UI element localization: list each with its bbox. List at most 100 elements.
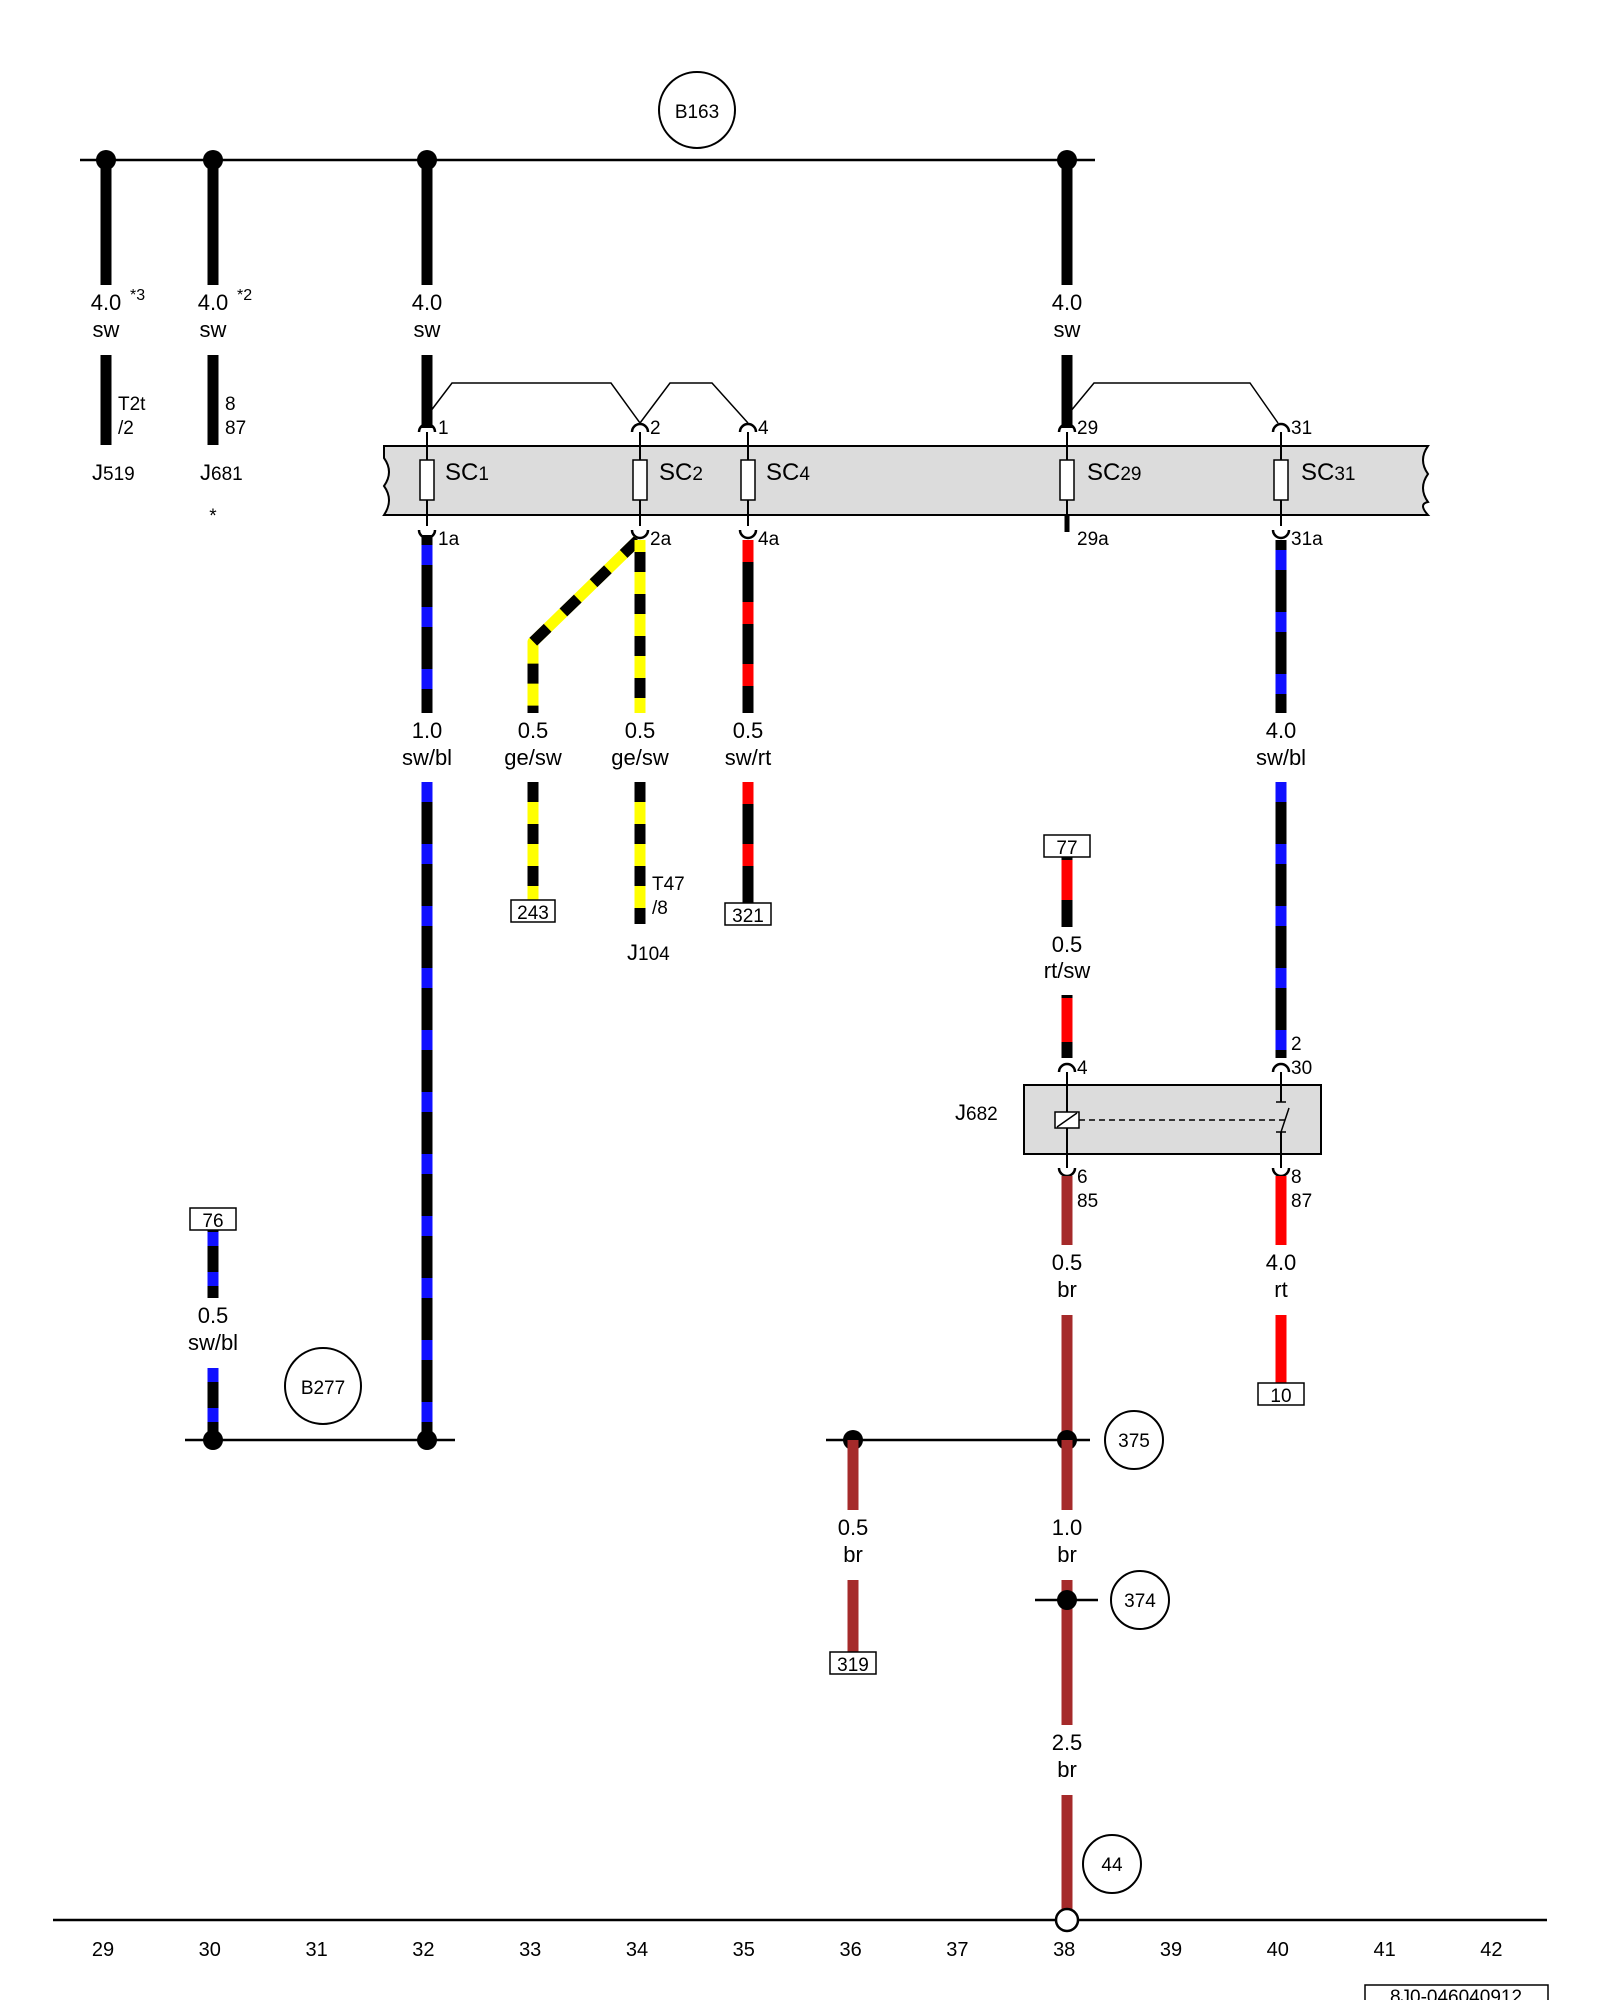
wire-label-color: br (843, 1542, 863, 1567)
column-number: 29 (92, 1939, 114, 1961)
column-number: 38 (1053, 1939, 1075, 1961)
column-number: 30 (199, 1939, 221, 1961)
connector-hook (1271, 422, 1291, 433)
relay-pin-label: 87 (1291, 1191, 1312, 1212)
fuse-sc2-symbol (632, 459, 648, 501)
ref-box-10-frame (1257, 1382, 1305, 1406)
junction-dot (1057, 1590, 1077, 1610)
wire-label-size: 1.0 (412, 718, 443, 743)
column-number: 36 (839, 1939, 861, 1961)
fuse-panel-sc (382, 445, 1431, 516)
fuse-sc1: SC1 (445, 459, 489, 486)
ref-box-319: 319 (837, 1655, 869, 1676)
fuse-pin-top: 4 (758, 418, 769, 439)
relay-switch-blade (1280, 1107, 1290, 1133)
wire-label-color: sw/bl (402, 745, 452, 770)
connector-hook (1271, 1167, 1291, 1178)
fuse-sc31: SC31 (1301, 459, 1355, 486)
wire-label-size: 0.5 (838, 1515, 869, 1540)
fuse-sc4-symbol (740, 459, 756, 501)
ground-point-44-symbol (1082, 1834, 1142, 1894)
wire-label-size: 4.0 (1052, 290, 1083, 315)
ground-point-374-symbol (1110, 1570, 1170, 1630)
ref-box-321: 321 (732, 906, 764, 927)
wire-label-size: 4.0 (198, 290, 229, 315)
relay-pin-label: 8 (1291, 1167, 1302, 1188)
component-j519: J519 (92, 460, 135, 485)
connector-pin-label: 87 (225, 418, 246, 439)
column-number: 41 (1373, 1939, 1395, 1961)
wire-label-color: sw/bl (188, 1330, 238, 1355)
wire-sc2-to-243-upper (527, 536, 642, 713)
column-number: 34 (626, 1939, 648, 1961)
connector-hook (630, 529, 650, 540)
ground-terminal (1054, 1907, 1080, 1933)
connector-hook (738, 422, 758, 433)
ref-box-321-frame (724, 902, 772, 926)
relay-pin-label: 2 (1291, 1034, 1302, 1055)
wire-label-size: 4.0 (1266, 1250, 1297, 1275)
wire-label-color: ge/sw (611, 745, 669, 770)
ground-point-b277: B277 (301, 1378, 345, 1399)
connector-hook (630, 422, 650, 433)
wire-label-size: 0.5 (1052, 1250, 1083, 1275)
component-j104: J104 (627, 940, 670, 965)
wire-label-note: *2 (237, 287, 252, 304)
ref-box-76: 76 (202, 1211, 223, 1232)
column-number: 32 (412, 1939, 434, 1961)
column-number: 40 (1267, 1939, 1289, 1961)
ref-box-243-frame (510, 899, 556, 923)
wire-label-color: ge/sw (504, 745, 562, 770)
wire-label-color: br (1057, 1277, 1077, 1302)
ref-box-243: 243 (517, 903, 549, 924)
fuse-pin-bottom: 31a (1291, 529, 1323, 550)
column-number: 37 (946, 1939, 968, 1961)
wire-sc2-to-243-upper-stripe (527, 536, 642, 713)
column-number: 42 (1480, 1939, 1502, 1961)
wire-label-color: rt/sw (1044, 958, 1091, 983)
connector-hook (417, 422, 437, 433)
connector-pin-label: T2t (118, 394, 146, 415)
wire-label-color: sw/bl (1256, 745, 1306, 770)
connector-hook (1271, 1062, 1291, 1073)
fuse-sc29-symbol (1059, 459, 1075, 501)
fuse-bridge-2-4 (639, 382, 749, 424)
fuse-pin-bottom: 29a (1077, 529, 1109, 550)
connector-hook (738, 529, 758, 540)
wire-label-color: sw (414, 317, 441, 342)
wire-label-size: 4.0 (1266, 718, 1297, 743)
wire-label-color: br (1057, 1542, 1077, 1567)
connector-hook (1057, 1167, 1077, 1178)
connector-pin-label: T47 (652, 874, 685, 895)
connector-hook (1057, 1062, 1077, 1073)
fuse-bridge-29-31 (1069, 382, 1279, 424)
fuse-bridge-1-2 (429, 382, 641, 424)
wire-label-color: sw (93, 317, 120, 342)
wire-label-note: *3 (130, 287, 145, 304)
connector-pin-label: /8 (652, 898, 668, 919)
junction-dot (203, 1430, 223, 1450)
fuse-pin-top: 31 (1291, 418, 1312, 439)
fuse-pin-bottom: 2a (650, 529, 672, 550)
fuse-pin-bottom: 4a (758, 529, 780, 550)
connector-hook (1271, 529, 1291, 540)
wire-label-color: sw (200, 317, 227, 342)
ground-point-b277-symbol (284, 1347, 362, 1425)
doc-code-frame (1364, 1984, 1549, 2000)
ground-point-b163: B163 (675, 102, 719, 123)
fuse-pin-top: 29 (1077, 418, 1098, 439)
wire-label-size: 0.5 (518, 718, 549, 743)
fuse-sc1-symbol (419, 459, 435, 501)
relay-pin-label: 6 (1077, 1167, 1088, 1188)
fuse-sc4: SC4 (766, 459, 810, 486)
ref-box-319-frame (829, 1651, 877, 1675)
wire-label-size: 0.5 (625, 718, 656, 743)
wire-label-color: sw/rt (725, 745, 771, 770)
wire-label-size: 0.5 (733, 718, 764, 743)
fuse-pin-bottom: 1a (438, 529, 460, 550)
wire-label-size: 0.5 (1052, 932, 1083, 957)
relay-pin-label: 85 (1077, 1191, 1098, 1212)
connector-pin-label: /2 (118, 418, 134, 439)
component-j682: J682 (955, 1100, 998, 1125)
